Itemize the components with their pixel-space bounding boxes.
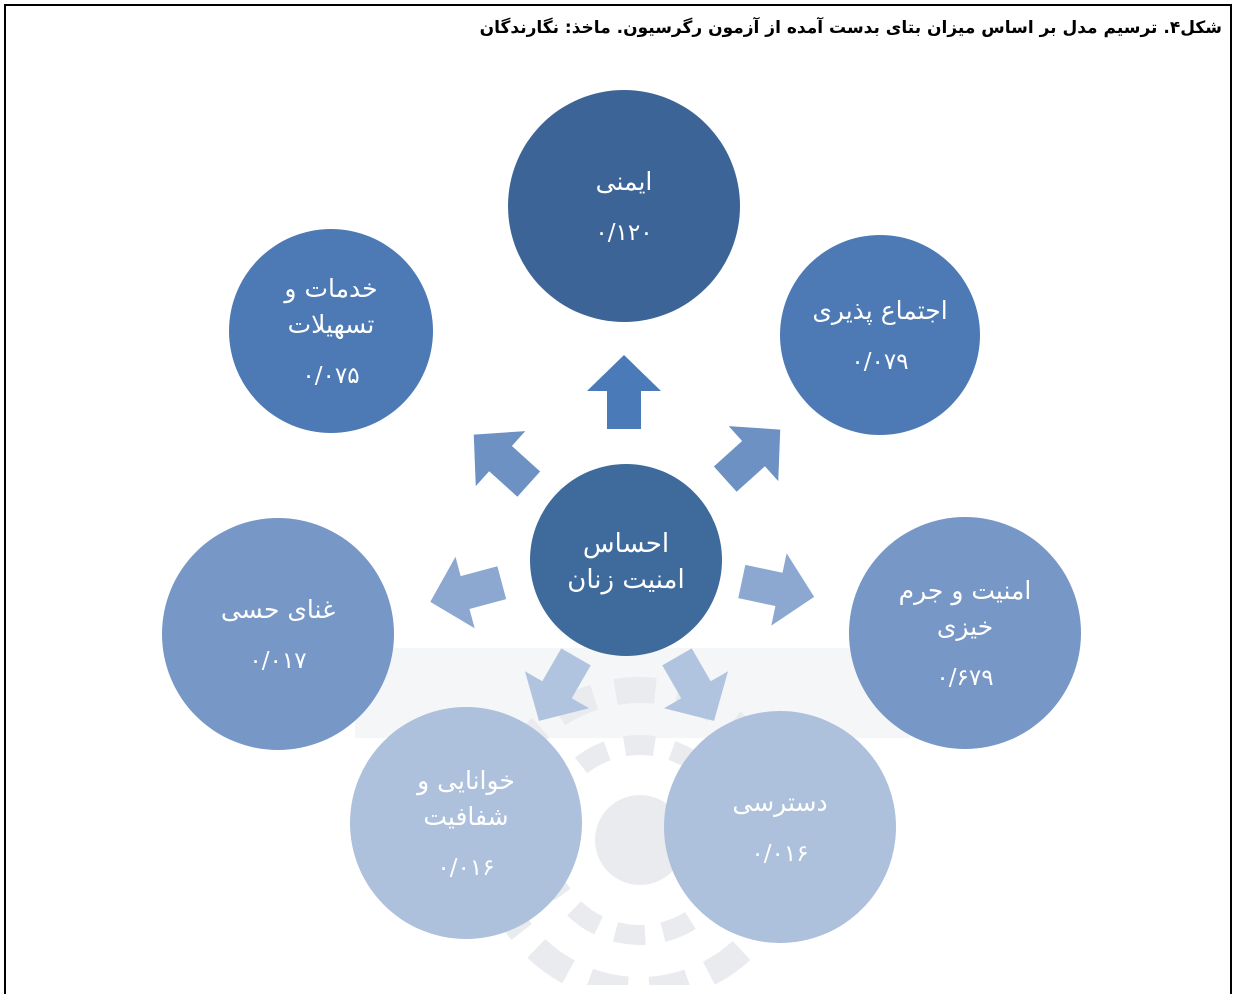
figure-caption: شکل۴. ترسیم مدل بر اساس میزان بتای بدست … [479, 18, 1222, 38]
node-label: امنیت و جرم [899, 576, 1032, 606]
node-value: ۰/۶۷۹ [936, 665, 993, 691]
node-circle [350, 707, 582, 939]
node-label: خوانایی و [415, 766, 515, 796]
arrows-layer [430, 355, 815, 721]
node-label: خیزی [937, 612, 993, 641]
node-label: ایمنی [596, 167, 653, 196]
node-circle [229, 229, 433, 433]
arrow-legibility [524, 648, 591, 721]
node-sociability: اجتماع پذیری ۰/۰۷۹ [780, 235, 980, 435]
node-value: ۰/۰۱۶ [437, 855, 494, 881]
node-label: خدمات و [282, 274, 377, 304]
node-safety: ایمنی ۰/۱۲۰ [508, 90, 740, 322]
node-value: ۰/۱۲۰ [595, 220, 652, 246]
node-value: ۰/۰۱۶ [751, 841, 808, 867]
figure-frame [4, 4, 1232, 994]
node-security-crime: امنیت و جرم خیزی ۰/۶۷۹ [849, 517, 1081, 749]
node-value: ۰/۰۷۵ [302, 363, 359, 389]
node-circle [849, 517, 1081, 749]
node-value: ۰/۰۷۹ [851, 349, 908, 375]
node-label: تسهیلات [288, 310, 375, 340]
node-label: غنای حسی [221, 595, 335, 624]
center-label-line2: امنیت زنان [567, 565, 684, 595]
center-label-line1: احساس [583, 529, 669, 559]
nodes-layer: ایمنی ۰/۱۲۰ اجتماع پذیری ۰/۰۷۹ امنیت و جرم خی… [162, 90, 1081, 943]
node-access: دسترسی ۰/۰۱۶ [664, 711, 896, 943]
center-node: احساس امنیت زنان [530, 464, 722, 656]
arrow-access [662, 648, 729, 721]
center-circle [530, 464, 722, 656]
node-value: ۰/۰۱۷ [249, 648, 306, 674]
node-circle [508, 90, 740, 322]
arrow-services-facilities [473, 431, 541, 497]
node-legibility: خوانایی و شفافیت ۰/۰۱۶ [350, 707, 582, 939]
node-label: اجتماع پذیری [812, 296, 947, 325]
node-sensory-richness: غنای حسی ۰/۰۱۷ [162, 518, 394, 750]
node-services-facilities: خدمات و تسهیلات ۰/۰۷۵ [229, 229, 433, 433]
arrow-security-crime [738, 553, 815, 626]
node-label: دسترسی [732, 788, 827, 817]
center-layer: احساس امنیت زنان [530, 464, 722, 656]
arrow-sociability [713, 426, 781, 492]
node-label: شفافیت [423, 802, 508, 831]
node-circle [780, 235, 980, 435]
arrow-sensory-richness [430, 556, 507, 629]
arrow-safety [587, 355, 661, 429]
node-circle [664, 711, 896, 943]
node-circle [162, 518, 394, 750]
